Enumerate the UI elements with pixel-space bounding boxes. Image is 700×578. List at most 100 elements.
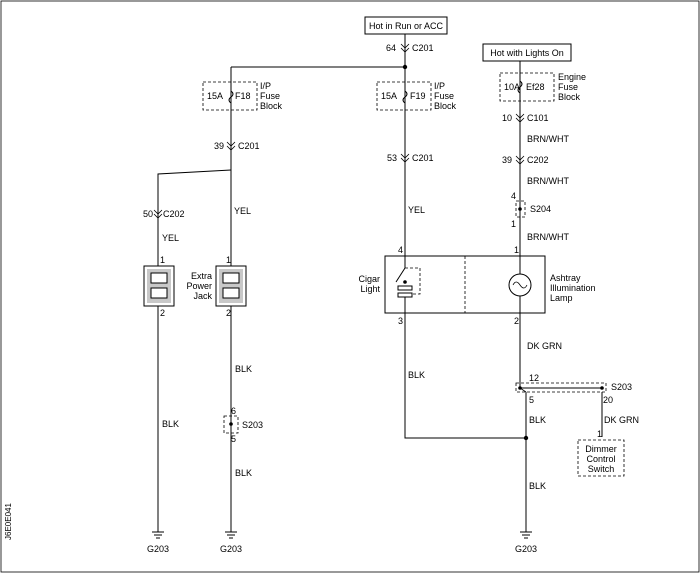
- fuse-f18-block-3: Block: [260, 101, 283, 111]
- ground-symbol-mid: G203: [220, 531, 242, 554]
- source-lights-on: Hot with Lights On: [482, 43, 572, 62]
- jack-pin-label: 1: [160, 255, 165, 265]
- fuse-f18-id: F18: [235, 91, 251, 101]
- extra-power-jack-label-2: Power: [186, 281, 212, 291]
- connector-label: C201: [412, 43, 434, 53]
- connector-c201-64: 64 C201: [386, 43, 434, 53]
- connector-pin-label: 39: [214, 141, 224, 151]
- connector-pin-label: 10: [502, 113, 512, 123]
- connector-label: C202: [163, 209, 185, 219]
- splice-pin-label: 20: [603, 395, 613, 405]
- dimmer-control-switch: 1 Dimmer Control Switch: [577, 429, 625, 477]
- ground-left-label: G203: [147, 544, 169, 554]
- connector-label: C201: [238, 141, 260, 151]
- dimmer-label-3: Switch: [588, 464, 615, 474]
- connector-label: C101: [527, 113, 549, 123]
- splice-pin-label: 4: [511, 191, 516, 201]
- fuse-ef28-block-1: Engine: [558, 72, 586, 82]
- left-power-jack: 1 2: [143, 255, 175, 318]
- fuse-f19-rating: 15A: [381, 91, 397, 101]
- wire-label-brn-wht-3: BRN/WHT: [527, 232, 569, 242]
- source-run-acc: Hot in Run or ACC: [364, 16, 448, 35]
- connector-c202-39: 39 C202: [502, 155, 549, 165]
- jack-pin-label: 2: [226, 308, 231, 318]
- fuse-ef28-id: Ef28: [526, 82, 545, 92]
- splice-pin-label: 5: [231, 434, 236, 444]
- fuse-ef28-block-3: Block: [558, 92, 581, 102]
- wire-label-dk-grn-2: DK GRN: [604, 415, 639, 425]
- extra-power-jack: 1 2 Extra Power Jack: [186, 255, 247, 318]
- module-pin-label: 4: [398, 245, 403, 255]
- wire-label-brn-wht-2: BRN/WHT: [527, 176, 569, 186]
- wire-label-brn-wht-1: BRN/WHT: [527, 134, 569, 144]
- connector-pin-label: 39: [502, 155, 512, 165]
- fuse-f18-rating: 15A: [207, 91, 223, 101]
- splice-s203-left-label: S203: [242, 420, 263, 430]
- connector-pin-label: 53: [387, 153, 397, 163]
- wire-label-yel-left: YEL: [162, 233, 179, 243]
- dimmer-label-2: Control: [586, 454, 615, 464]
- fuse-ef28-rating: 10A: [504, 82, 520, 92]
- wire-label-blk-right-2: BLK: [529, 481, 546, 491]
- source-lights-on-label: Hot with Lights On: [490, 48, 564, 58]
- ashtray-lamp-label-2: Illumination: [550, 283, 596, 293]
- cigar-light-element: [395, 256, 421, 313]
- junction-dot-bus: [402, 64, 408, 70]
- connector-label: C202: [527, 155, 549, 165]
- jack-pin-label: 1: [226, 255, 231, 265]
- splice-s204-label: S204: [530, 204, 551, 214]
- wire-label-yel-center: YEL: [408, 205, 425, 215]
- ground-right-label: G203: [515, 544, 537, 554]
- cigar-light-label-1: Cigar: [358, 274, 380, 284]
- wire-label-dk-grn-1: DK GRN: [527, 341, 562, 351]
- module-pin-label: 3: [398, 316, 403, 326]
- wire-label-yel-mid: YEL: [234, 206, 251, 216]
- extra-power-jack-label-3: Jack: [193, 291, 212, 301]
- figure-id: J6E0E041: [4, 503, 13, 540]
- splice-pin-label: 12: [529, 373, 539, 383]
- module-pin-label: 2: [514, 316, 519, 326]
- fuse-f18: 15A F18 I/P Fuse Block: [202, 81, 283, 111]
- fuse-f19: 15A F19 I/P Fuse Block: [376, 81, 457, 111]
- dimmer-label-1: Dimmer: [585, 444, 617, 454]
- source-run-acc-label: Hot in Run or ACC: [369, 21, 444, 31]
- ground-symbol-right: G203: [515, 531, 537, 554]
- fuse-f18-block-1: I/P: [260, 81, 271, 91]
- extra-power-jack-label-1: Extra: [191, 271, 212, 281]
- fuse-f18-block-2: Fuse: [260, 91, 280, 101]
- cigar-ashtray-module: 4 3 1 2 Cigar Light Ashtray Illumination…: [358, 245, 595, 326]
- jack-pin-label: 2: [160, 308, 165, 318]
- ground-mid-label: G203: [220, 544, 242, 554]
- connector-label: C201: [412, 153, 434, 163]
- wire-label-blk-center: BLK: [408, 370, 425, 380]
- connector-c201-39: 39 C201: [214, 141, 260, 151]
- dimmer-pin-label: 1: [597, 429, 602, 439]
- splice-s204: 4 1 S204: [511, 191, 551, 229]
- fuse-f19-block-3: Block: [434, 101, 457, 111]
- lamp-icon: [508, 256, 532, 313]
- splice-pin-label: 6: [231, 406, 236, 416]
- fuse-ef28: 10A Ef28 Engine Fuse Block: [499, 72, 586, 102]
- ashtray-lamp-label-3: Lamp: [550, 293, 573, 303]
- wire-branch-left-jack: [157, 169, 232, 256]
- fuse-f19-id: F19: [410, 91, 426, 101]
- connector-c101-10: 10 C101: [502, 113, 549, 123]
- fuse-f19-block-1: I/P: [434, 81, 445, 91]
- connector-pin-label: 64: [386, 43, 396, 53]
- fuse-ef28-block-2: Fuse: [558, 82, 578, 92]
- splice-pin-label: 1: [511, 219, 516, 229]
- wire-label-blk-right-1: BLK: [529, 415, 546, 425]
- fuse-f19-block-2: Fuse: [434, 91, 454, 101]
- wire-label-blk-mid-2: BLK: [235, 468, 252, 478]
- splice-s203-left: 6 5 S203: [223, 406, 263, 444]
- wire-cigar-ground: [404, 313, 526, 439]
- ashtray-lamp-label-1: Ashtray: [550, 273, 581, 283]
- cigar-light-label-2: Light: [360, 284, 380, 294]
- connector-c202-50: 50 C202: [143, 209, 185, 219]
- splice-s203-right-label: S203: [611, 382, 632, 392]
- ground-symbol-left: G203: [147, 531, 169, 554]
- module-pin-label: 1: [514, 245, 519, 255]
